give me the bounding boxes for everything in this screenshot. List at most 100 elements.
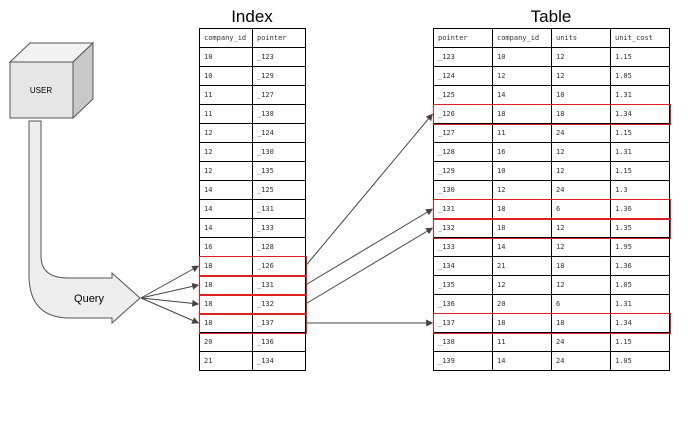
table-cell: 1.15 (610, 161, 670, 181)
query-to-index-arrow (140, 297, 200, 307)
table-cell: _132 (433, 218, 493, 238)
index-cell: 11 (199, 85, 253, 105)
table-cell: _131 (433, 199, 493, 219)
table-cell: _133 (433, 237, 493, 257)
index-row: 16_128 (199, 237, 306, 257)
table-cell: 16 (492, 142, 552, 162)
table-cell: _126 (433, 104, 493, 124)
table-cell: 18 (551, 256, 611, 276)
table-cell: 24 (551, 332, 611, 352)
table-cell: _123 (433, 47, 493, 67)
index-cell: _134 (252, 351, 306, 371)
index-cell: _136 (252, 332, 306, 352)
index-row: 11_127 (199, 85, 306, 105)
pointer-link-arrow (305, 227, 434, 305)
table-cell: 18 (551, 104, 611, 124)
index-row: 21_134 (199, 351, 306, 371)
table-header-cell: units (551, 28, 611, 48)
table-cell: 10 (492, 161, 552, 181)
table-cell: _130 (433, 180, 493, 200)
index-cell: 14 (199, 180, 253, 200)
table-cell: 24 (551, 123, 611, 143)
index-cell: 14 (199, 218, 253, 238)
index-cell: 10 (199, 47, 253, 67)
user-label: USER (30, 86, 52, 95)
query-to-index-arrow (140, 297, 200, 324)
table-cell: 1.05 (610, 66, 670, 86)
table-cell: 1.15 (610, 123, 670, 143)
table-cell: 12 (551, 275, 611, 295)
index-row: 18_137 (199, 313, 306, 333)
table-cell: _138 (433, 332, 493, 352)
table-cell: 1.3 (610, 180, 670, 200)
table-cell: 18 (492, 218, 552, 238)
table-cell: 1.31 (610, 294, 670, 314)
index-row: 12_130 (199, 142, 306, 162)
table-cell: 6 (551, 294, 611, 314)
index-cell: 18 (199, 256, 253, 276)
query-arrow-shape (28, 120, 141, 325)
table-cell: 24 (551, 351, 611, 371)
index-row: 12_124 (199, 123, 306, 143)
table-cell: 1.05 (610, 275, 670, 295)
index-row: 14_131 (199, 199, 306, 219)
table-cell: _129 (433, 161, 493, 181)
index-cell: _124 (252, 123, 306, 143)
table-cell: 1.15 (610, 332, 670, 352)
index-cell: _123 (252, 47, 306, 67)
table-cell: 18 (551, 85, 611, 105)
table-cell: 24 (551, 180, 611, 200)
index-row: 14_133 (199, 218, 306, 238)
index-row: 18_126 (199, 256, 306, 276)
table-cell: 12 (551, 218, 611, 238)
table-cell: _135 (433, 275, 493, 295)
index-cell: 14 (199, 199, 253, 219)
query-label: Query (74, 293, 104, 305)
table-title: Table (530, 7, 572, 26)
pointer-link-arrows (305, 113, 434, 327)
table-header-cell: unit_cost (610, 28, 670, 48)
table-cell: 6 (551, 199, 611, 219)
table-cell: 1.34 (610, 313, 670, 333)
index-cell: 16 (199, 237, 253, 257)
index-title: Index (231, 7, 273, 26)
table-cell: 14 (492, 237, 552, 257)
table-cell: 1.31 (610, 85, 670, 105)
table-header-cell: pointer (433, 28, 493, 48)
index-cell: _138 (252, 104, 306, 124)
table-header-cell: company_id (492, 28, 552, 48)
table-cell: _128 (433, 142, 493, 162)
index-cell: _132 (252, 294, 306, 314)
index-cell: _125 (252, 180, 306, 200)
index-cell: _126 (252, 256, 306, 276)
table-cell: 18 (492, 313, 552, 333)
table-cell: 18 (551, 313, 611, 333)
table-cell: 1.05 (610, 351, 670, 371)
index-cell: _131 (252, 275, 306, 295)
index-cell: _129 (252, 66, 306, 86)
table-cell: 1.15 (610, 47, 670, 67)
index-cell: _131 (252, 199, 306, 219)
table-cell: 1.34 (610, 104, 670, 124)
table-cell: 12 (492, 180, 552, 200)
index-cell: 18 (199, 275, 253, 295)
index-row: 12_135 (199, 161, 306, 181)
cube-front-face (9, 61, 74, 119)
index-header-cell: company_id (199, 28, 253, 48)
index-cell: _137 (252, 313, 306, 333)
table-cell: 12 (551, 161, 611, 181)
